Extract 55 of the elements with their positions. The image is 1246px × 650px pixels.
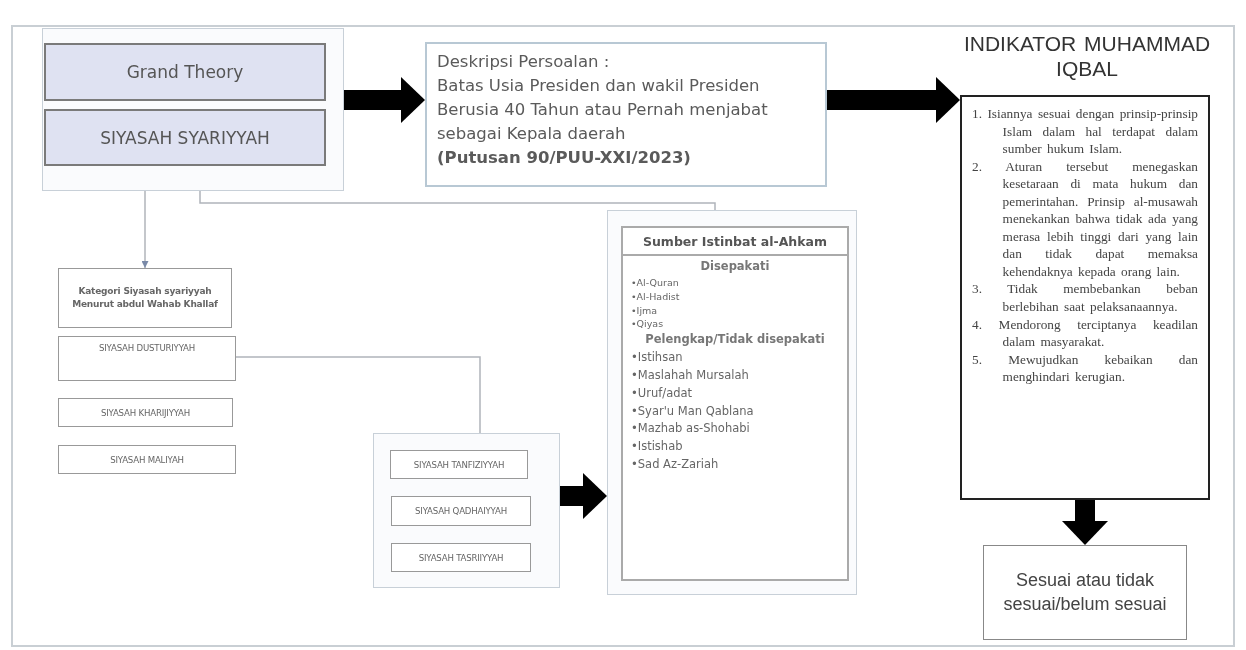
group-box — [42, 28, 344, 191]
block-arrow — [560, 473, 607, 519]
list-item: •Mazhab as-Shohabi — [630, 420, 751, 438]
node-label: Kategori Siyasah syariyyah Menurut abdul Wahab Khallaf — [71, 284, 219, 311]
node-label: Sesuai atau tidak sesuai/belum sesuai — [1002, 569, 1168, 616]
source-box — [621, 226, 849, 581]
category-box — [58, 398, 233, 427]
list-item: •Istishab — [630, 438, 684, 456]
node-label: SIYASAH TASRIIYYAH — [418, 552, 504, 563]
list-item: •Uruf/adat — [630, 384, 694, 402]
indicator-item: 5. Mewujudkan kebaikan dan menghindari kerugian. — [972, 350, 1198, 386]
group-heading: Disepakati — [699, 258, 771, 276]
arrow — [141, 190, 149, 269]
category-box — [58, 268, 232, 328]
description-heading: Deskripsi Persoalan : — [437, 51, 611, 73]
node-label: SIYASAH SYARIYYAH — [100, 127, 270, 148]
block-arrow — [827, 77, 960, 123]
indicator-item: 1. Isiannya sesuai dengan prinsip-prinsip Islam dalam hal terdapat dalam sumber hukum Islam. — [972, 105, 1198, 158]
node-label: SIYASAH QADHAIYYAH — [415, 506, 507, 516]
list-item: •Al-Quran — [630, 276, 680, 290]
node-label: Grand Theory — [126, 62, 244, 82]
list-item: •Maslahah Mursalah — [630, 366, 750, 384]
connector-line — [235, 356, 481, 434]
list-item: •Sad Az-Zariah — [630, 455, 720, 473]
category-box — [58, 445, 236, 474]
connector-line — [199, 190, 716, 211]
source-heading: Sumber Istinbat al-Ahkam — [623, 228, 847, 257]
theory-box — [44, 109, 326, 166]
node-label: SIYASAH MALIYAH — [110, 454, 184, 465]
category-box — [390, 450, 528, 479]
description-box — [425, 42, 827, 187]
list-item: •Ijma — [630, 303, 659, 318]
category-box — [391, 496, 531, 526]
group-heading: Pelengkap/Tidak disepakati — [644, 331, 826, 349]
list-item: •Istihsan — [630, 349, 684, 367]
indicator-heading: INDIKATOR MUHAMMAD IQBAL — [962, 31, 1212, 82]
node-label: SIYASAH TANFIZIYYAH — [413, 459, 505, 470]
description-text: Batas Usia Presiden dan wakil Presiden Berusia 40 Tahun atau Pernah menjabat sebagai Kepala daerah — [437, 74, 769, 145]
node-label: SIYASAH DUSTURIYYAH — [99, 343, 195, 353]
category-box — [58, 336, 236, 381]
theory-box — [44, 43, 326, 101]
list-item: •Qiyas — [630, 317, 665, 332]
block-arrow — [1062, 500, 1108, 545]
result-box — [983, 545, 1187, 640]
indicator-item: 2. Aturan tersebut menegaskan kesetaraan di mata hukum dan pemerintahan. Prinsip al-musawah menekankan bahwa tidak ada yang merasa lebih tinggi dari yang lain dan tidak dapat memaksa kehendaknya kepada orang lain. — [972, 157, 1198, 281]
category-box — [391, 543, 531, 572]
indicator-item: 3. Tidak membebankan beban berlebihan saat pelaksanaannya. — [972, 280, 1198, 316]
list-item: •Al-Hadist — [630, 289, 681, 304]
group-box — [607, 210, 857, 595]
node-label: SIYASAH KHARIJIYYAH — [100, 407, 191, 418]
list-item: •Syar'u Man Qablana — [630, 402, 755, 420]
description-text: (Putusan 90/PUU-XXI/2023) — [437, 146, 692, 169]
indicator-item: 4. Mendorong terciptanya keadilan dalam masyarakat. — [972, 315, 1198, 351]
group-box — [373, 433, 560, 588]
block-arrow — [344, 77, 425, 123]
